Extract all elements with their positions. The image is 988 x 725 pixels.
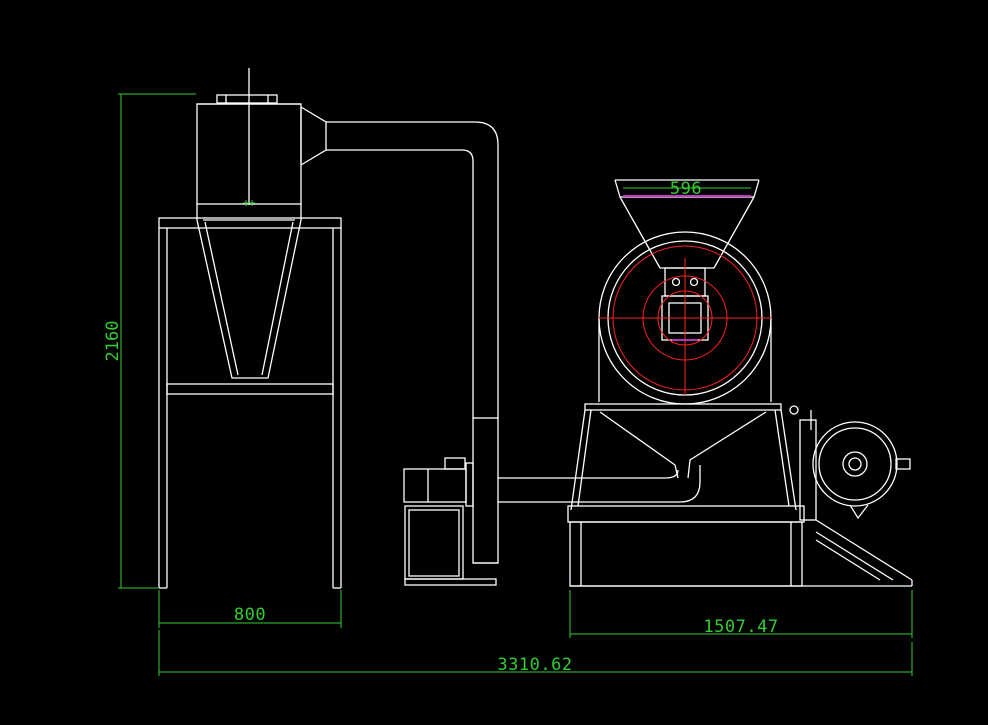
dim-overall-length: 3310.62 — [497, 655, 572, 675]
mill-base — [567, 403, 805, 587]
drive-motor — [799, 410, 913, 586]
dimension-lines — [118, 93, 913, 676]
dim-hopper-width: 596 — [670, 179, 702, 199]
dim-overall-height: 2160 — [103, 321, 123, 362]
cyclone-separator — [196, 68, 327, 379]
fan-motor — [403, 457, 497, 586]
dim-stand-width: 800 — [234, 605, 266, 625]
rotor-centerlines — [598, 245, 772, 395]
conveying-pipe — [326, 121, 575, 564]
separator-stand — [158, 217, 342, 589]
dim-mill-base-width: 1507.47 — [703, 617, 778, 637]
